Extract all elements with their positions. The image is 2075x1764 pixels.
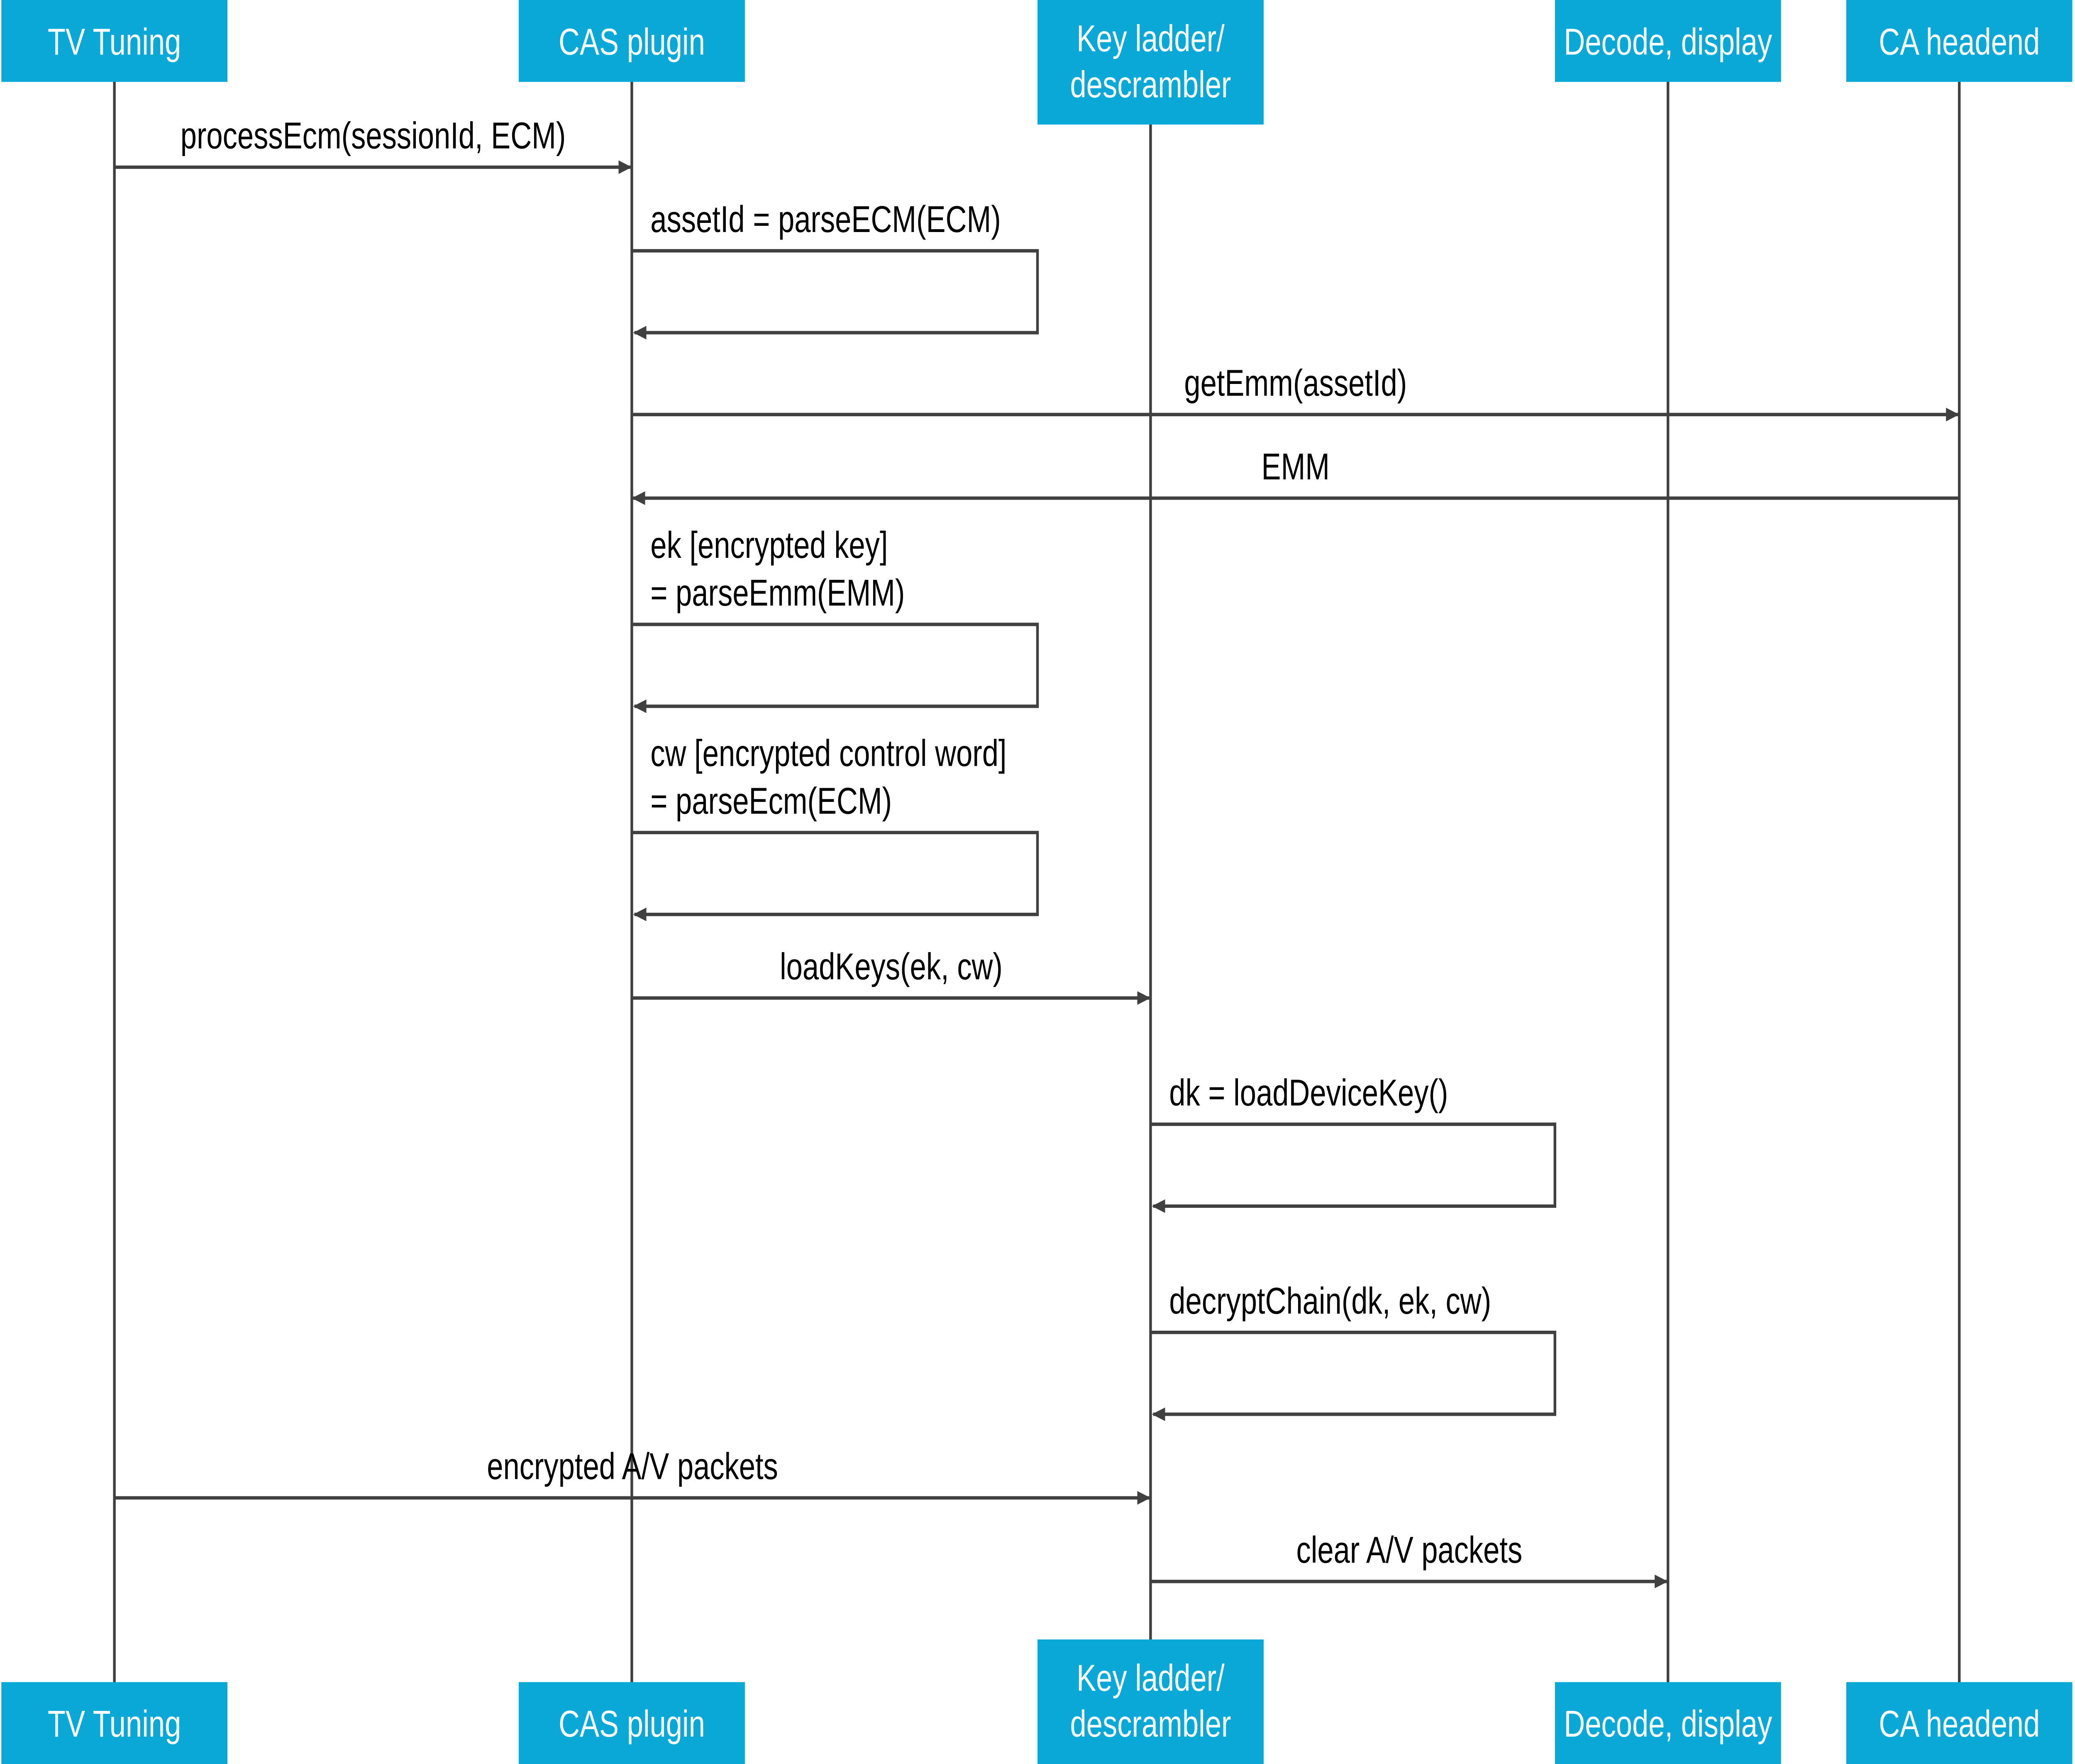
message: encrypted A/V packets	[114, 1446, 1151, 1505]
participant-top-tv: TV Tuning	[1, 0, 228, 82]
participant-box	[1555, 0, 1781, 82]
message: assetId = parseECM(ECM)	[632, 199, 1039, 340]
message-label: ek [encrypted key]	[650, 525, 888, 566]
participant-label: CA headend	[1879, 21, 2040, 63]
message: clear A/V packets	[1150, 1529, 1668, 1588]
participant-bottom-tv: TV Tuning	[1, 1682, 228, 1764]
participant-box	[1038, 1639, 1264, 1764]
participant-label: Key ladder/	[1077, 18, 1225, 59]
participant-top-cas: CAS plugin	[519, 0, 745, 82]
participant-label: descrambler	[1070, 1703, 1231, 1745]
message-label: cw [encrypted control word]	[650, 733, 1006, 774]
message: dk = loadDeviceKey()	[1150, 1072, 1556, 1213]
participant-bottom-ca: CA headend	[1846, 1682, 2073, 1764]
participant-box	[1, 0, 228, 82]
message-label: dk = loadDeviceKey()	[1169, 1072, 1448, 1114]
message: getEmm(assetId)	[632, 362, 1960, 422]
self-call-arrow	[632, 831, 1039, 921]
participant-top-dd: Decode, display	[1555, 0, 1781, 82]
message-label: encrypted A/V packets	[487, 1446, 778, 1487]
message-label: EMM	[1262, 446, 1330, 488]
message-label: loadKeys(ek, cw)	[780, 946, 1003, 987]
participant-bottom-kl: Key ladder/descrambler	[1038, 1639, 1264, 1764]
message: loadKeys(ek, cw)	[632, 946, 1151, 1005]
self-call-arrow	[1150, 1330, 1556, 1421]
participant-top-ca: CA headend	[1846, 0, 2073, 82]
participant-label: TV Tuning	[48, 21, 181, 63]
participant-box	[1038, 0, 1264, 125]
participant-label: CAS plugin	[559, 1703, 705, 1745]
message-label: clear A/V packets	[1296, 1529, 1522, 1571]
participant-box	[1846, 0, 2073, 82]
self-call-arrow	[632, 623, 1039, 713]
message: ek [encrypted key] = parseEmm(EMM)	[632, 525, 1039, 713]
participant-box	[1555, 1682, 1781, 1764]
participant-top-kl: Key ladder/descrambler	[1038, 0, 1264, 125]
message: cw [encrypted control word] = parseEcm(EC…	[632, 733, 1039, 921]
participant-label: descrambler	[1070, 64, 1231, 105]
message-label: = parseEcm(ECM)	[650, 780, 892, 822]
participant-label: Key ladder/	[1077, 1657, 1225, 1699]
message: EMM	[632, 446, 1960, 505]
participant-box	[519, 1682, 745, 1764]
message-label: assetId = parseECM(ECM)	[650, 199, 1001, 240]
participant-box	[1846, 1682, 2073, 1764]
participant-label: Decode, display	[1564, 1703, 1772, 1745]
participant-bottom-dd: Decode, display	[1555, 1682, 1781, 1764]
participant-box	[1, 1682, 228, 1764]
self-call-arrow	[632, 249, 1039, 340]
participant-label: Decode, display	[1564, 21, 1772, 63]
participant-label: CA headend	[1879, 1703, 2040, 1745]
message: processEcm(sessionId, ECM)	[114, 115, 632, 174]
message-label: getEmm(assetId)	[1184, 362, 1407, 404]
self-call-arrow	[1150, 1122, 1556, 1213]
message-label: = parseEmm(EMM)	[650, 572, 905, 614]
message: decryptChain(dk, ek, cw)	[1150, 1280, 1556, 1421]
participant-label: CAS plugin	[559, 21, 705, 63]
participant-box	[519, 0, 745, 82]
message-label: processEcm(sessionId, ECM)	[181, 115, 566, 156]
participant-label: TV Tuning	[48, 1703, 181, 1745]
participant-bottom-cas: CAS plugin	[519, 1682, 745, 1764]
message-label: decryptChain(dk, ek, cw)	[1169, 1280, 1491, 1322]
